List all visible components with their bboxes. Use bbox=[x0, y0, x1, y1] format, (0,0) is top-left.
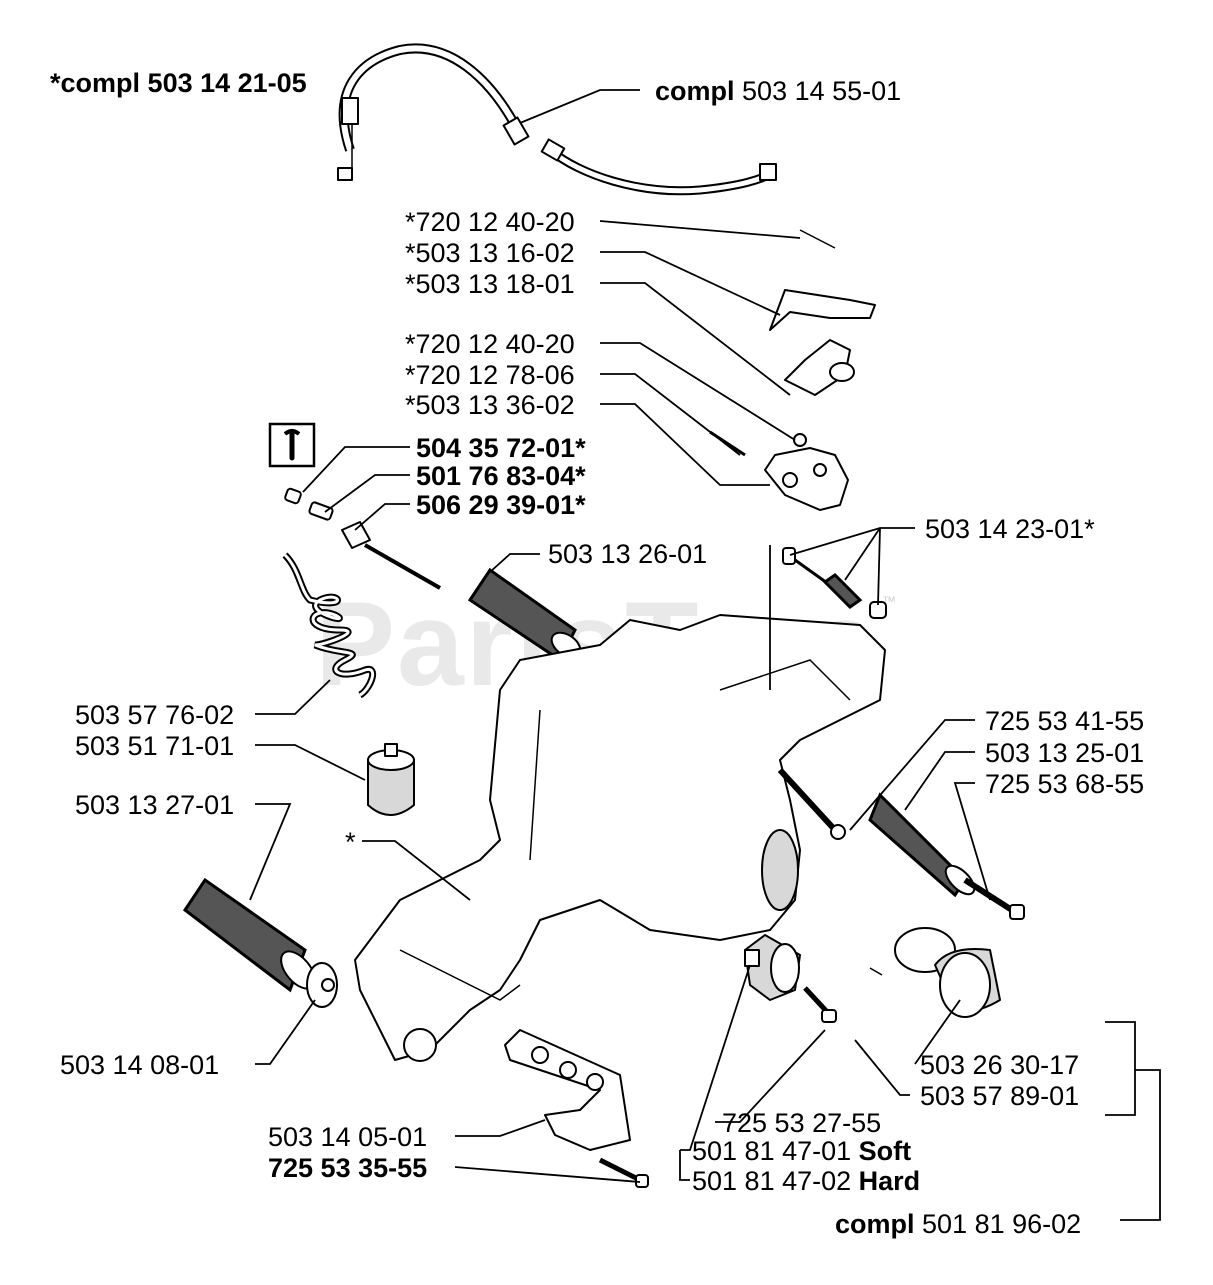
label-bracket: 503 14 05-01 bbox=[268, 1122, 427, 1152]
label-screw-small: 725 53 27-55 bbox=[722, 1108, 881, 1138]
label-screw-right-1: 725 53 41-55 bbox=[985, 706, 1144, 736]
label-block: *503 13 36-02 bbox=[405, 390, 575, 420]
label-washer: 503 14 08-01 bbox=[60, 1050, 219, 1080]
label-lever: *503 13 16-02 bbox=[405, 238, 575, 268]
label-block-pin: *720 12 78-06 bbox=[405, 360, 575, 390]
fuel-cap-part bbox=[869, 927, 1001, 1018]
label-spring-left: 503 13 27-01 bbox=[75, 790, 234, 820]
label-lever-screw: *720 12 40-20 bbox=[405, 207, 575, 237]
fuel-hose-part bbox=[282, 552, 377, 699]
label-spring-right: 503 13 25-01 bbox=[985, 738, 1144, 768]
label-buffer-soft: 501 81 47-01 Soft bbox=[692, 1136, 911, 1166]
label-fuel-hose: 503 57 76-02 bbox=[75, 700, 234, 730]
label-tool-3: 506 29 39-01* bbox=[416, 490, 586, 520]
label-compl-bottom: compl 501 81 96-02 bbox=[835, 1209, 1081, 1239]
bolt-set-part bbox=[782, 547, 887, 619]
throttle-lever-part bbox=[769, 229, 876, 396]
label-screw-right-2: 725 53 68-55 bbox=[985, 769, 1144, 799]
label-bolt-set: 503 14 23-01* bbox=[925, 514, 1095, 544]
label-throttle-lever: *503 13 18-01 bbox=[405, 269, 575, 299]
control-block-part bbox=[709, 430, 849, 511]
label-block-screw: *720 12 40-20 bbox=[405, 329, 575, 359]
tool-set bbox=[284, 487, 441, 590]
part-labels: *compl 503 14 21-05 compl 503 14 55-01 *… bbox=[50, 68, 1144, 1239]
label-bracket-screw: 725 53 35-55 bbox=[268, 1153, 427, 1183]
label-fuel-filter: 503 51 71-01 bbox=[75, 731, 234, 761]
label-cable-compl-right: compl 503 14 55-01 bbox=[655, 76, 901, 106]
throttle-cable bbox=[337, 43, 778, 196]
label-tank-star: * bbox=[345, 827, 356, 857]
label-spring-top: 503 13 26-01 bbox=[548, 539, 707, 569]
left-spring-part bbox=[182, 877, 338, 1008]
tank-housing-part bbox=[354, 614, 886, 1062]
label-cable-compl-left: *compl 503 14 21-05 bbox=[50, 68, 307, 98]
right-spring-part bbox=[777, 767, 1025, 920]
label-buffer-hard: 501 81 47-02 Hard bbox=[692, 1166, 920, 1196]
label-cap-assy: 503 57 89-01 bbox=[920, 1081, 1079, 1111]
label-gasket: 503 26 30-17 bbox=[920, 1050, 1079, 1080]
buffer-part bbox=[744, 934, 837, 1023]
leader-lines bbox=[249, 89, 1161, 1221]
bracket-part bbox=[504, 1029, 649, 1188]
label-tool-2: 501 76 83-04* bbox=[416, 461, 586, 491]
label-tool-1: 504 35 72-01* bbox=[416, 433, 586, 463]
fuel-filter-part bbox=[367, 743, 415, 816]
wrench-icon bbox=[268, 422, 316, 468]
